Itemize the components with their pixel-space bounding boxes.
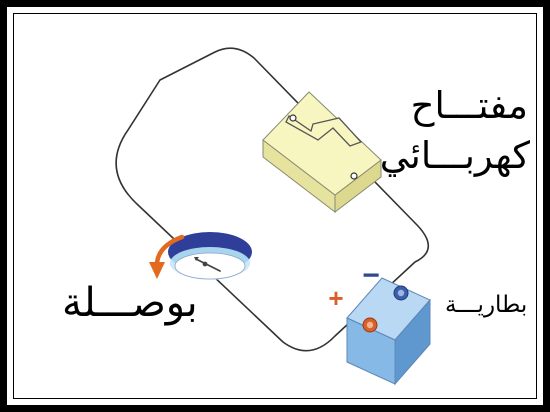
rotation-arrow-shaft [154, 234, 185, 267]
switch-terminal-right [350, 172, 358, 180]
rotation-arrow-icon [149, 234, 185, 279]
compass-label: بوصـــلة [62, 280, 198, 326]
compass-icon [168, 232, 252, 280]
compass-pivot [202, 261, 208, 267]
battery-side [394, 298, 431, 386]
rotation-arrow-head [149, 262, 165, 279]
switch-lever [285, 115, 363, 147]
switch-label-line2: كهربـــائي [379, 134, 530, 177]
battery-negative-sign: − [362, 259, 380, 292]
circuit-wire [115, 47, 430, 352]
compass-needle [195, 258, 221, 272]
battery-label: بطاريـــة [445, 292, 528, 318]
battery-positive-terminal [362, 317, 378, 333]
battery-negative-terminal [393, 285, 409, 301]
battery-positive-sign: + [328, 283, 343, 313]
compass-needle-tip [194, 257, 199, 261]
battery-icon: − + [328, 259, 431, 386]
switch-terminal-left [289, 114, 297, 122]
inner-border [13, 13, 537, 399]
knife-switch-icon [262, 91, 382, 214]
switch-label-line1: مفتـــاح [410, 84, 528, 127]
